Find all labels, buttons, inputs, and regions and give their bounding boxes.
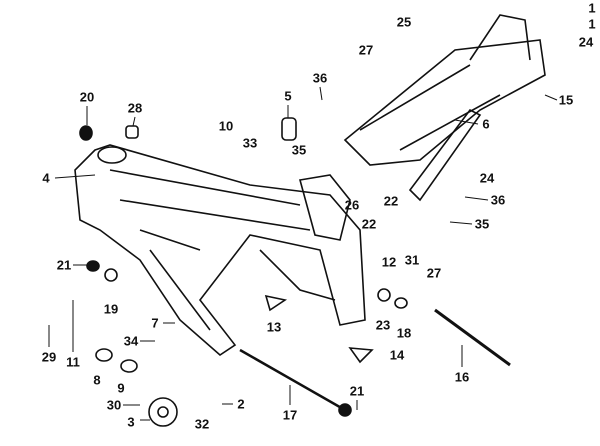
callout-6: 6 xyxy=(482,116,490,132)
callout-8: 8 xyxy=(93,372,101,388)
leader-lines xyxy=(48,86,558,421)
part-13 xyxy=(264,294,288,312)
rod-16 xyxy=(434,308,511,367)
callout-10: 10 xyxy=(218,118,234,134)
callout-3: 3 xyxy=(127,414,135,430)
subframe-tubes xyxy=(359,14,531,151)
callout-24: 24 xyxy=(479,170,495,186)
part-21 xyxy=(86,260,100,272)
callout-27: 27 xyxy=(426,265,442,281)
callout-15: 15 xyxy=(558,92,574,108)
head-pipe xyxy=(97,146,127,164)
callout-23: 23 xyxy=(375,317,391,333)
callout-31: 31 xyxy=(404,252,420,268)
frame-gusset xyxy=(259,249,336,301)
callout-28: 28 xyxy=(127,100,143,116)
part-19 xyxy=(104,268,118,282)
callout-13: 13 xyxy=(266,319,282,335)
main-frame xyxy=(74,144,366,357)
callout-5: 5 xyxy=(284,88,292,104)
callout-19: 19 xyxy=(103,301,119,317)
part-18 xyxy=(394,297,408,309)
callout-4: 4 xyxy=(42,170,50,186)
pivot-plate xyxy=(298,174,351,241)
callout-36: 36 xyxy=(312,70,328,86)
callout-30: 30 xyxy=(106,397,122,413)
callout-1: 1 xyxy=(588,0,596,16)
part-8 xyxy=(95,348,113,362)
part-14 xyxy=(348,347,374,364)
part-20 xyxy=(79,125,93,141)
callout-27: 27 xyxy=(358,42,374,58)
callout-1: 1 xyxy=(588,16,596,32)
callout-12: 12 xyxy=(381,254,397,270)
callout-25: 25 xyxy=(396,14,412,30)
callout-33: 33 xyxy=(242,135,258,151)
callout-20: 20 xyxy=(79,89,95,105)
part-5 xyxy=(281,117,297,141)
callout-36: 36 xyxy=(490,192,506,208)
callout-14: 14 xyxy=(389,347,405,363)
callout-35: 35 xyxy=(291,142,307,158)
callout-22: 22 xyxy=(383,193,399,209)
callout-29: 29 xyxy=(41,349,57,365)
rear-stay xyxy=(408,108,482,202)
callout-18: 18 xyxy=(396,325,412,341)
callout-11: 11 xyxy=(66,354,80,370)
callout-32: 32 xyxy=(194,416,210,432)
callout-9: 9 xyxy=(117,380,125,396)
callout-16: 16 xyxy=(454,369,470,385)
part-21-nut xyxy=(338,403,352,417)
rod-17 xyxy=(239,348,346,412)
callout-26: 26 xyxy=(344,197,360,213)
part-23 xyxy=(377,288,391,302)
horn xyxy=(148,397,178,427)
callout-24: 24 xyxy=(578,34,594,50)
callout-21: 21 xyxy=(349,383,365,399)
rear-subframe xyxy=(343,39,546,166)
callout-22: 22 xyxy=(361,216,377,232)
callout-21: 21 xyxy=(56,257,72,273)
part-9 xyxy=(120,359,138,373)
frame-tubes xyxy=(109,169,311,331)
part-28 xyxy=(125,125,139,139)
callout-2: 2 xyxy=(237,396,245,412)
callout-34: 34 xyxy=(123,333,139,349)
callout-17: 17 xyxy=(282,407,298,423)
callout-35: 35 xyxy=(474,216,490,232)
callout-7: 7 xyxy=(151,315,159,331)
